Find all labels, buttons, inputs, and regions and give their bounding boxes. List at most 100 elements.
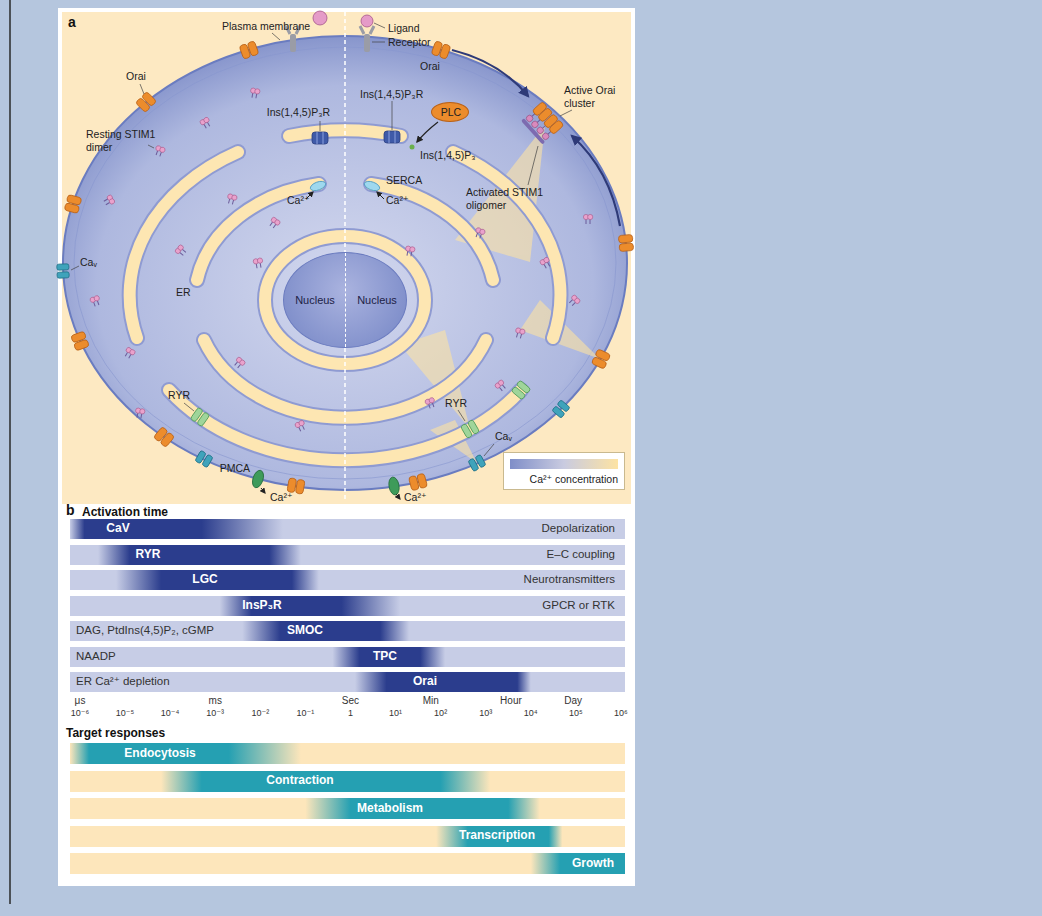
flow-arrow [377, 192, 384, 199]
node-label: CaV [106, 522, 129, 536]
node-label: SMOC [287, 624, 323, 638]
orai-channel [71, 331, 90, 351]
leader-line [148, 145, 154, 148]
flow-arrow [396, 494, 400, 499]
active-orai-cluster [548, 120, 563, 135]
part-label: Ins(1,4,5)P₃R [267, 106, 330, 119]
er-network [453, 152, 560, 338]
leader-line [140, 84, 144, 94]
node-label: Nucleus [357, 294, 397, 307]
node-label: PLC [441, 106, 461, 118]
stim1-dimer [89, 295, 101, 307]
stim1-dimer [539, 256, 552, 269]
response-band: Transcription [70, 826, 625, 847]
activation-band: LGCNeurotransmitters [70, 570, 625, 590]
ryanodine-receptor [190, 380, 531, 438]
node-label: Metabolism [357, 802, 423, 816]
ion-label: Ca²⁺ [386, 194, 408, 207]
node-label: E–C coupling [547, 548, 615, 561]
ion-label: Ca²⁺ [270, 491, 292, 504]
leader-line [374, 23, 385, 28]
er-network [130, 152, 238, 338]
section-heading: Target responses [66, 726, 165, 740]
response-band: Contraction [70, 771, 625, 792]
stim1-dimer [154, 145, 166, 157]
axis-unit: Hour [500, 695, 522, 707]
stim1-dimer [253, 258, 264, 269]
axis-unit: Day [564, 695, 582, 707]
er-network [130, 130, 561, 460]
axis-tick: 10⁻⁶ [71, 708, 89, 719]
legend-label: Ca²⁺ concentration [530, 473, 618, 485]
response-band: Metabolism [70, 798, 625, 819]
leader-line [272, 33, 280, 40]
legend-gradient [510, 459, 618, 469]
er-network [130, 130, 561, 460]
activation-band: CaVDepolarization [70, 519, 625, 539]
axis-tick: 10⁴ [524, 708, 538, 719]
ion-label: Ca²⁺ [404, 491, 426, 504]
serca-pump [309, 180, 327, 193]
response-band: Endocytosis [70, 743, 625, 764]
ligand [313, 11, 327, 25]
part-label: SERCA [386, 174, 422, 187]
axis-tick: 10¹ [389, 708, 402, 719]
axis-unit: ms [209, 695, 222, 707]
cav-channel [468, 454, 486, 471]
stim1-dimer [249, 88, 260, 99]
part-label: Resting STIM1 dimer [86, 128, 158, 153]
serca-pump [363, 180, 381, 193]
axis-tick: 10⁻² [251, 708, 269, 719]
axis-tick: 10² [434, 708, 447, 719]
axis-tick: 10³ [479, 708, 492, 719]
axis-tick: 10⁻⁴ [161, 708, 180, 719]
part-label: Orai [126, 70, 146, 83]
activation-band: NAADPTPC [70, 647, 625, 667]
serca-pump [309, 180, 381, 193]
cav-channel [552, 400, 570, 418]
ip3-receptor [384, 131, 400, 143]
stim1-dimer [89, 88, 592, 433]
part-label: RYR [168, 389, 190, 402]
leader-line [392, 101, 393, 130]
pmca-pump [250, 469, 265, 489]
part-label: Ins(1,4,5)P₃R [360, 88, 423, 101]
axis-tick: 10⁵ [569, 708, 583, 719]
part-label: Orai [420, 60, 440, 73]
axis-unit: Sec [342, 695, 359, 707]
figure-panel [58, 8, 635, 886]
leader-line [560, 110, 572, 116]
er-network [265, 236, 425, 364]
leader-line [528, 146, 538, 185]
leader-line [372, 42, 385, 43]
stim1-dimer [568, 294, 581, 307]
axis-tick: 10⁶ [614, 708, 628, 719]
axis-unit: Min [423, 695, 439, 707]
ligand [361, 15, 373, 27]
orai-channel [64, 194, 82, 213]
leader-line [71, 23, 572, 456]
node-label: Contraction [266, 774, 333, 788]
part-label: Ins(1,4,5)P₃ [420, 149, 476, 162]
flow-arrow [417, 122, 438, 142]
ion-label: Ca²⁺ [287, 194, 309, 207]
axis-tick: 10⁻⁵ [116, 708, 135, 719]
stim1-dimer [226, 193, 238, 205]
enzyme-oval: PLC [431, 102, 469, 122]
response-band: Growth [70, 853, 625, 874]
active-orai-cluster [521, 101, 564, 144]
panel-letter: b [66, 502, 75, 519]
part-label: RYR [445, 397, 467, 410]
part-label: Plasma membrane [222, 20, 310, 33]
orai-channel [431, 41, 451, 60]
stim1-dimer [134, 408, 145, 419]
legend-item: Ca²⁺ concentration [503, 452, 625, 490]
stim1-dimer [123, 347, 136, 360]
node-label: GPCR or RTK [542, 599, 615, 612]
node-label: Orai [413, 675, 437, 689]
part-label: Receptor [388, 36, 431, 49]
stim1-dimer [268, 216, 281, 229]
orai-channel [239, 41, 259, 60]
part-label: ER [176, 286, 191, 299]
er-network [130, 152, 238, 338]
